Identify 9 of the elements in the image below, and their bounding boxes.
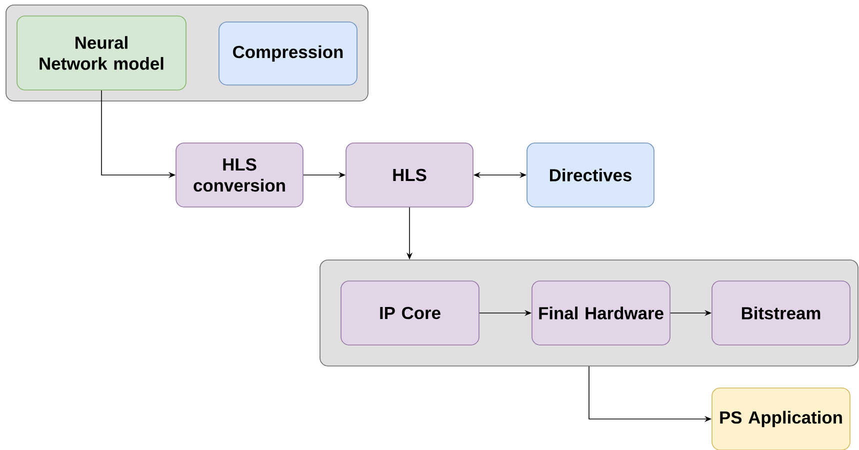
process-box: Final Hardware xyxy=(532,280,670,346)
process-box: IP Core xyxy=(340,280,480,346)
process-box: Directives xyxy=(526,142,654,208)
process-box: Neural Network model xyxy=(16,16,186,90)
process-box: PS Application xyxy=(712,388,850,450)
process-box: HLS conversion xyxy=(176,142,304,208)
process-box: Bitstream xyxy=(712,280,850,346)
process-box: Compression xyxy=(218,22,358,86)
process-box: HLS xyxy=(346,142,474,208)
